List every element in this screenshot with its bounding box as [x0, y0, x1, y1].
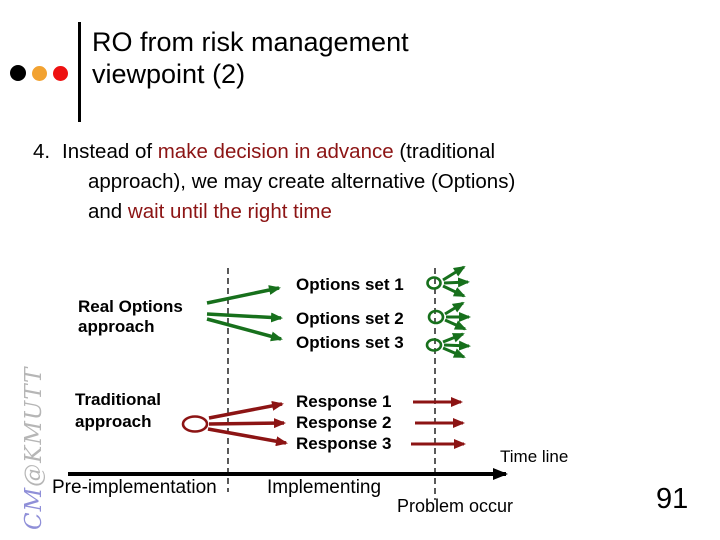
options-set-2-label: Options set 2	[296, 309, 404, 328]
real-options-line1: Real Options	[78, 297, 183, 316]
slide-title: RO from risk management viewpoint (2)	[92, 26, 409, 90]
options-set-3-label: Options set 3	[296, 333, 404, 352]
bullet-dot-red	[53, 66, 68, 81]
traditional-line1: Traditional	[75, 390, 161, 409]
body-text-segment: and	[88, 200, 128, 223]
phase-separator-lines	[227, 268, 436, 500]
body-line2: approach), we may create alternative (Op…	[88, 170, 516, 193]
option-outcome-arrows	[442, 265, 471, 359]
list-number: 4.	[33, 140, 51, 163]
traditional-node-ellipse	[181, 415, 209, 433]
watermark: CM@KMUTT	[21, 367, 47, 530]
body-line3: and wait until the right time	[33, 197, 653, 227]
title-divider	[78, 22, 81, 122]
watermark-kmutt: @KMUTT	[21, 366, 47, 487]
options-set-1-label: Options set 1	[296, 275, 404, 294]
body-text-segment: Instead of	[62, 140, 158, 163]
real-options-label: Real Options approach	[78, 297, 183, 337]
slide-page-number: 91	[656, 483, 689, 515]
bullet-dot-orange	[32, 66, 47, 81]
body-text-segment: (traditional	[393, 140, 496, 163]
watermark-cm: CM	[21, 486, 47, 530]
traditional-line2: approach	[75, 412, 152, 431]
timeline-label: Time line	[500, 447, 569, 466]
problem-occur-label: Problem occur	[397, 496, 514, 516]
real-options-arrows	[206, 285, 283, 342]
real-options-line2: approach	[78, 317, 155, 336]
body-paragraph: 4. Instead of make decision in advance (t…	[33, 137, 653, 227]
phase-pre-implementation-label: Pre-implementation	[52, 477, 217, 498]
body-red-segment: wait until the right time	[127, 200, 332, 223]
response-1-label: Response 1	[296, 392, 392, 411]
traditional-label: Traditional approach	[75, 389, 161, 433]
response-3-label: Response 3	[296, 434, 392, 453]
slide-title-line1: RO from risk management	[92, 27, 409, 57]
response-continuation-arrows	[411, 397, 466, 449]
body-red-segment: make decision in advance	[157, 140, 394, 163]
body-line1: 4. Instead of make decision in advance (t…	[33, 137, 653, 167]
slide-title-line2: viewpoint (2)	[92, 59, 246, 89]
phase-implementing-label: Implementing	[267, 477, 382, 498]
traditional-arrows	[207, 400, 288, 447]
bullet-dot-black	[10, 65, 26, 81]
response-2-label: Response 2	[296, 413, 392, 432]
option-node-ellipses	[425, 276, 445, 352]
